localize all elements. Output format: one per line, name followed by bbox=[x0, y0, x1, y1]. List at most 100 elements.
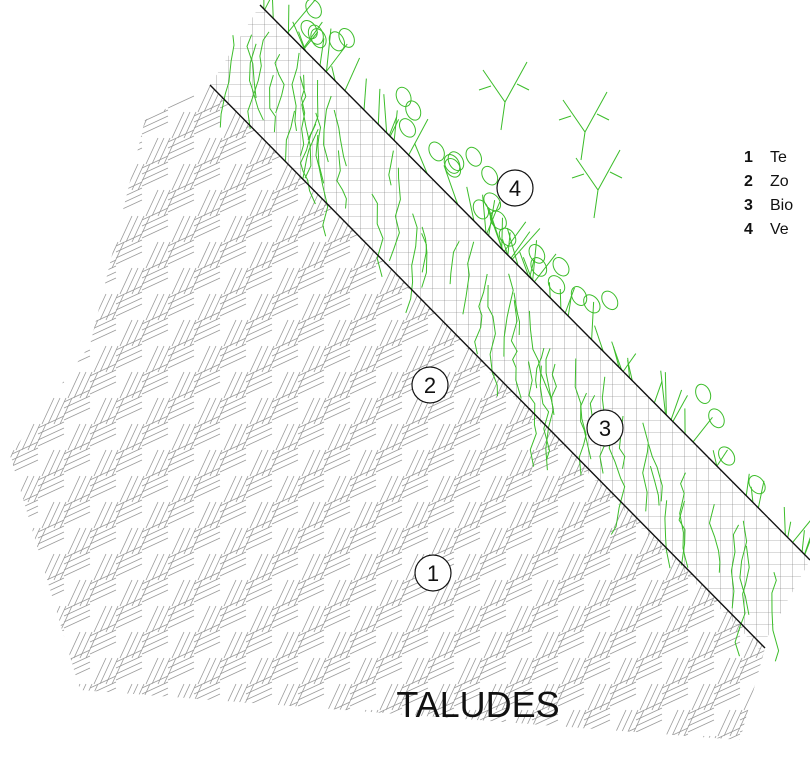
hatch-stroke bbox=[193, 623, 221, 637]
hatch-stroke bbox=[375, 453, 403, 467]
hatch-stroke bbox=[427, 649, 455, 663]
hatch-stroke bbox=[215, 449, 229, 477]
hatch-stroke bbox=[267, 501, 281, 529]
hatch-stroke bbox=[505, 589, 533, 603]
hatch-stroke bbox=[271, 193, 299, 207]
hatch-stroke bbox=[11, 181, 39, 195]
hatch-stroke bbox=[261, 709, 275, 737]
hatch-stroke bbox=[505, 473, 533, 487]
grass-blade bbox=[388, 116, 398, 136]
hatch-stroke bbox=[297, 473, 325, 487]
hatch-stroke bbox=[73, 735, 87, 740]
hatch-stroke bbox=[111, 345, 125, 373]
hatch-stroke bbox=[635, 557, 663, 571]
hatch-stroke bbox=[0, 710, 8, 736]
hatch-stroke bbox=[671, 85, 685, 113]
hatch-stroke bbox=[766, 52, 792, 64]
hatch-stroke bbox=[271, 251, 299, 265]
hatch-stroke bbox=[489, 735, 503, 740]
hatch-stroke bbox=[619, 85, 633, 113]
hatch-stroke bbox=[479, 141, 507, 155]
leaf-shape bbox=[528, 243, 546, 264]
hatch-stroke bbox=[657, 215, 671, 243]
hatch-stroke bbox=[115, 701, 143, 715]
grass-blade bbox=[627, 360, 633, 381]
hatch-stroke bbox=[11, 667, 39, 681]
hatch-stroke bbox=[193, 739, 221, 740]
hatch-stroke bbox=[610, 58, 636, 70]
hatch-stroke bbox=[37, 155, 65, 169]
hatch-stroke bbox=[631, 709, 645, 737]
hatch-stroke bbox=[167, 395, 195, 409]
hatch-stroke bbox=[371, 397, 385, 425]
hatch-stroke bbox=[297, 577, 325, 591]
hatch-stroke bbox=[63, 355, 91, 369]
hatch-stroke bbox=[709, 85, 723, 87]
hatch-stroke bbox=[193, 485, 221, 499]
hatch-stroke bbox=[483, 631, 497, 659]
hatch-stroke bbox=[593, 579, 607, 607]
hatch-stroke bbox=[411, 605, 425, 633]
hatch-stroke bbox=[531, 661, 559, 675]
hatch-stroke bbox=[431, 735, 445, 740]
hatch-stroke bbox=[297, 641, 325, 655]
hatch-stroke bbox=[573, 85, 587, 113]
hatch-stroke bbox=[531, 655, 559, 669]
hatch-stroke bbox=[141, 433, 169, 447]
hatch-stroke bbox=[609, 623, 637, 637]
hatch-stroke bbox=[193, 115, 221, 129]
root-stroke bbox=[642, 422, 649, 512]
hatch-stroke bbox=[489, 579, 503, 607]
hatch-stroke bbox=[115, 505, 143, 519]
hatch-stroke bbox=[635, 187, 663, 201]
hatch-stroke bbox=[10, 115, 13, 129]
hatch-stroke bbox=[713, 433, 741, 447]
hatch-stroke bbox=[792, 702, 810, 714]
hatch-stroke bbox=[557, 467, 585, 481]
hatch-stroke bbox=[271, 545, 299, 559]
hatch-stroke bbox=[349, 415, 377, 429]
hatch-stroke bbox=[479, 707, 507, 721]
hatch-stroke bbox=[453, 121, 481, 135]
hatch-stroke bbox=[583, 551, 611, 565]
hatch-stroke bbox=[547, 85, 561, 87]
hatch-stroke bbox=[713, 259, 741, 273]
hatch-stroke bbox=[683, 657, 697, 685]
hatch-stroke bbox=[167, 355, 195, 369]
hatch-stroke bbox=[479, 395, 507, 409]
hatch-stroke bbox=[271, 407, 299, 421]
hatch-stroke bbox=[89, 531, 117, 545]
hatch-stroke bbox=[271, 291, 299, 305]
hatch-stroke bbox=[219, 291, 247, 305]
hatch-stroke bbox=[37, 485, 65, 499]
hatch-stroke bbox=[11, 141, 39, 155]
hatch-stroke bbox=[177, 527, 191, 555]
root-stroke bbox=[550, 363, 557, 400]
hatch-stroke bbox=[167, 135, 195, 149]
hatch-stroke bbox=[115, 551, 143, 565]
hatch-stroke bbox=[11, 291, 39, 305]
hatch-stroke bbox=[333, 683, 347, 711]
hatch-stroke bbox=[203, 501, 217, 529]
hatch-stroke bbox=[766, 636, 792, 648]
hatch-stroke bbox=[89, 415, 117, 429]
hatch-stroke bbox=[297, 537, 325, 551]
hatch-stroke bbox=[453, 571, 481, 585]
hatch-stroke bbox=[11, 441, 39, 455]
grass-blade bbox=[331, 66, 336, 81]
hatch-stroke bbox=[345, 371, 359, 399]
hatch-stroke bbox=[397, 527, 411, 555]
hatch-stroke bbox=[89, 727, 117, 740]
hatch-stroke bbox=[375, 563, 403, 577]
hatch-stroke bbox=[319, 605, 333, 633]
hatch-stroke bbox=[635, 245, 663, 259]
hatch-stroke bbox=[119, 111, 133, 139]
hatch-stroke bbox=[145, 553, 159, 581]
hatch-stroke bbox=[697, 631, 711, 659]
hatch-stroke bbox=[453, 467, 481, 481]
hatch-stroke bbox=[531, 511, 559, 525]
hatch-stroke bbox=[397, 423, 411, 451]
hatch-stroke bbox=[661, 323, 689, 337]
hatch-stroke bbox=[105, 189, 119, 217]
